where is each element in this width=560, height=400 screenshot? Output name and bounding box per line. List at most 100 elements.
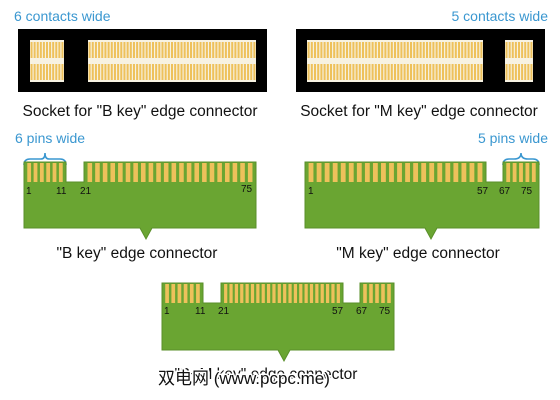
socket-b-contact [126, 64, 129, 80]
socket-m-contact [355, 42, 358, 58]
socket-m-contact [377, 64, 381, 80]
socket-m-contact [313, 42, 317, 58]
socket-b-contact [39, 64, 42, 80]
connector-m-finger [506, 163, 511, 182]
socket-b-contact [215, 42, 218, 58]
socket-b-contact [101, 42, 104, 58]
connector-bm-finger [261, 284, 265, 303]
socket-b-contact [129, 42, 132, 58]
socket-b-contact [221, 64, 224, 80]
connector-b-finger [240, 163, 245, 182]
socket-b-contact [107, 64, 110, 80]
socket-b-contact [205, 42, 208, 58]
socket-m-contact [403, 42, 406, 58]
connector-m-pin-75: 75 [521, 186, 533, 197]
socket-m-contact [342, 64, 345, 80]
socket-b-contact [167, 42, 170, 58]
connector-b-finger [163, 163, 169, 182]
socket-b-contact [209, 42, 212, 58]
socket-m-contact [438, 64, 441, 80]
connector-bm-pin-75: 75 [379, 306, 391, 317]
socket-b-contact [177, 64, 180, 80]
socket-m-contact [429, 42, 432, 58]
socket-m-contact [413, 42, 416, 58]
connector-bm-finger [229, 284, 233, 303]
socket-m-contact [419, 64, 422, 80]
socket-b-contact [91, 64, 94, 80]
watermark: 双电网 (www.pcpc.me) [158, 369, 330, 388]
socket-b-contact [247, 64, 250, 80]
socket-b-contact [170, 64, 174, 80]
connector-bm-finger [387, 284, 391, 303]
socket-m-contact [451, 64, 454, 80]
connector-b-finger [156, 163, 161, 182]
socket-b-contact [243, 42, 246, 58]
socket-b-contact [170, 42, 174, 58]
socket-m-contact [387, 42, 390, 58]
socket-m-contact [457, 64, 461, 80]
socket-b-contact [132, 42, 135, 58]
connector-m-finger [324, 163, 330, 182]
connector-b-finger [224, 163, 230, 182]
connector-m-finger [453, 163, 459, 182]
socket-m-contacts [307, 40, 533, 82]
socket-b-contact [202, 42, 205, 58]
socket-b-contact [52, 64, 55, 80]
socket-m-contact [416, 42, 419, 58]
connector-m-finger [512, 163, 517, 182]
connector-bm-finger [288, 284, 292, 303]
socket-b-contact [126, 42, 129, 58]
socket-b-contact [199, 64, 202, 80]
socket-b-contact [253, 42, 256, 58]
connector-bm-finger [177, 284, 182, 303]
socket-b-contact [107, 42, 110, 58]
socket-m-contact [377, 42, 381, 58]
socket-b-contact [42, 64, 45, 80]
socket-b-contact [142, 42, 145, 58]
connector-b-finger [39, 163, 44, 182]
socket-m-caption: Socket for "M key" edge connector [300, 103, 538, 120]
socket-m-contact [345, 64, 349, 80]
socket-m-contact [336, 64, 339, 80]
connector-b-finger [27, 163, 32, 182]
socket-m-contact [368, 42, 371, 58]
connector-b-width-label: 6 pins wide [15, 130, 85, 146]
socket-b-contact [88, 42, 91, 58]
socket-m-contact [454, 64, 457, 80]
socket-m-contact [393, 42, 397, 58]
socket-m-contact [384, 42, 387, 58]
socket-b-contact [110, 64, 113, 80]
socket-b-contact [113, 64, 116, 80]
socket-m-contact [384, 64, 387, 80]
socket-m-contact [323, 42, 326, 58]
socket-b-contact [132, 64, 135, 80]
socket-m-contact [345, 42, 349, 58]
socket-m-contact [432, 42, 435, 58]
connector-bm-finger [245, 284, 249, 303]
connector-m-width-label: 5 pins wide [478, 130, 548, 146]
socket-m-contact [329, 42, 333, 58]
socket-m-contact [307, 64, 310, 80]
connector-b-finger [186, 163, 192, 182]
connector-bm-finger [171, 284, 176, 303]
socket-b-contact [30, 42, 33, 58]
socket-b-contact [33, 42, 36, 58]
connector-b-brace-icon [23, 152, 67, 166]
socket-b-contact [36, 64, 39, 80]
connector-m-finger [356, 163, 362, 182]
connector-bm-finger [315, 284, 319, 303]
socket-b-contact [250, 42, 253, 58]
socket-m-contact [310, 64, 313, 80]
watermark-outline: 双电网 (www.pcpc.me) [158, 369, 330, 388]
connector-m-finger [437, 163, 443, 182]
socket-b-contact [98, 42, 101, 58]
connector-m-finger [332, 163, 338, 182]
socket-b-contact [228, 42, 231, 58]
socket-m-contact [464, 64, 467, 80]
socket-m-contact [333, 42, 336, 58]
connector-bm-finger [165, 284, 169, 303]
connector-b-finger [179, 163, 184, 182]
connector-b-finger [118, 163, 123, 182]
connector-m-pins [308, 163, 536, 182]
